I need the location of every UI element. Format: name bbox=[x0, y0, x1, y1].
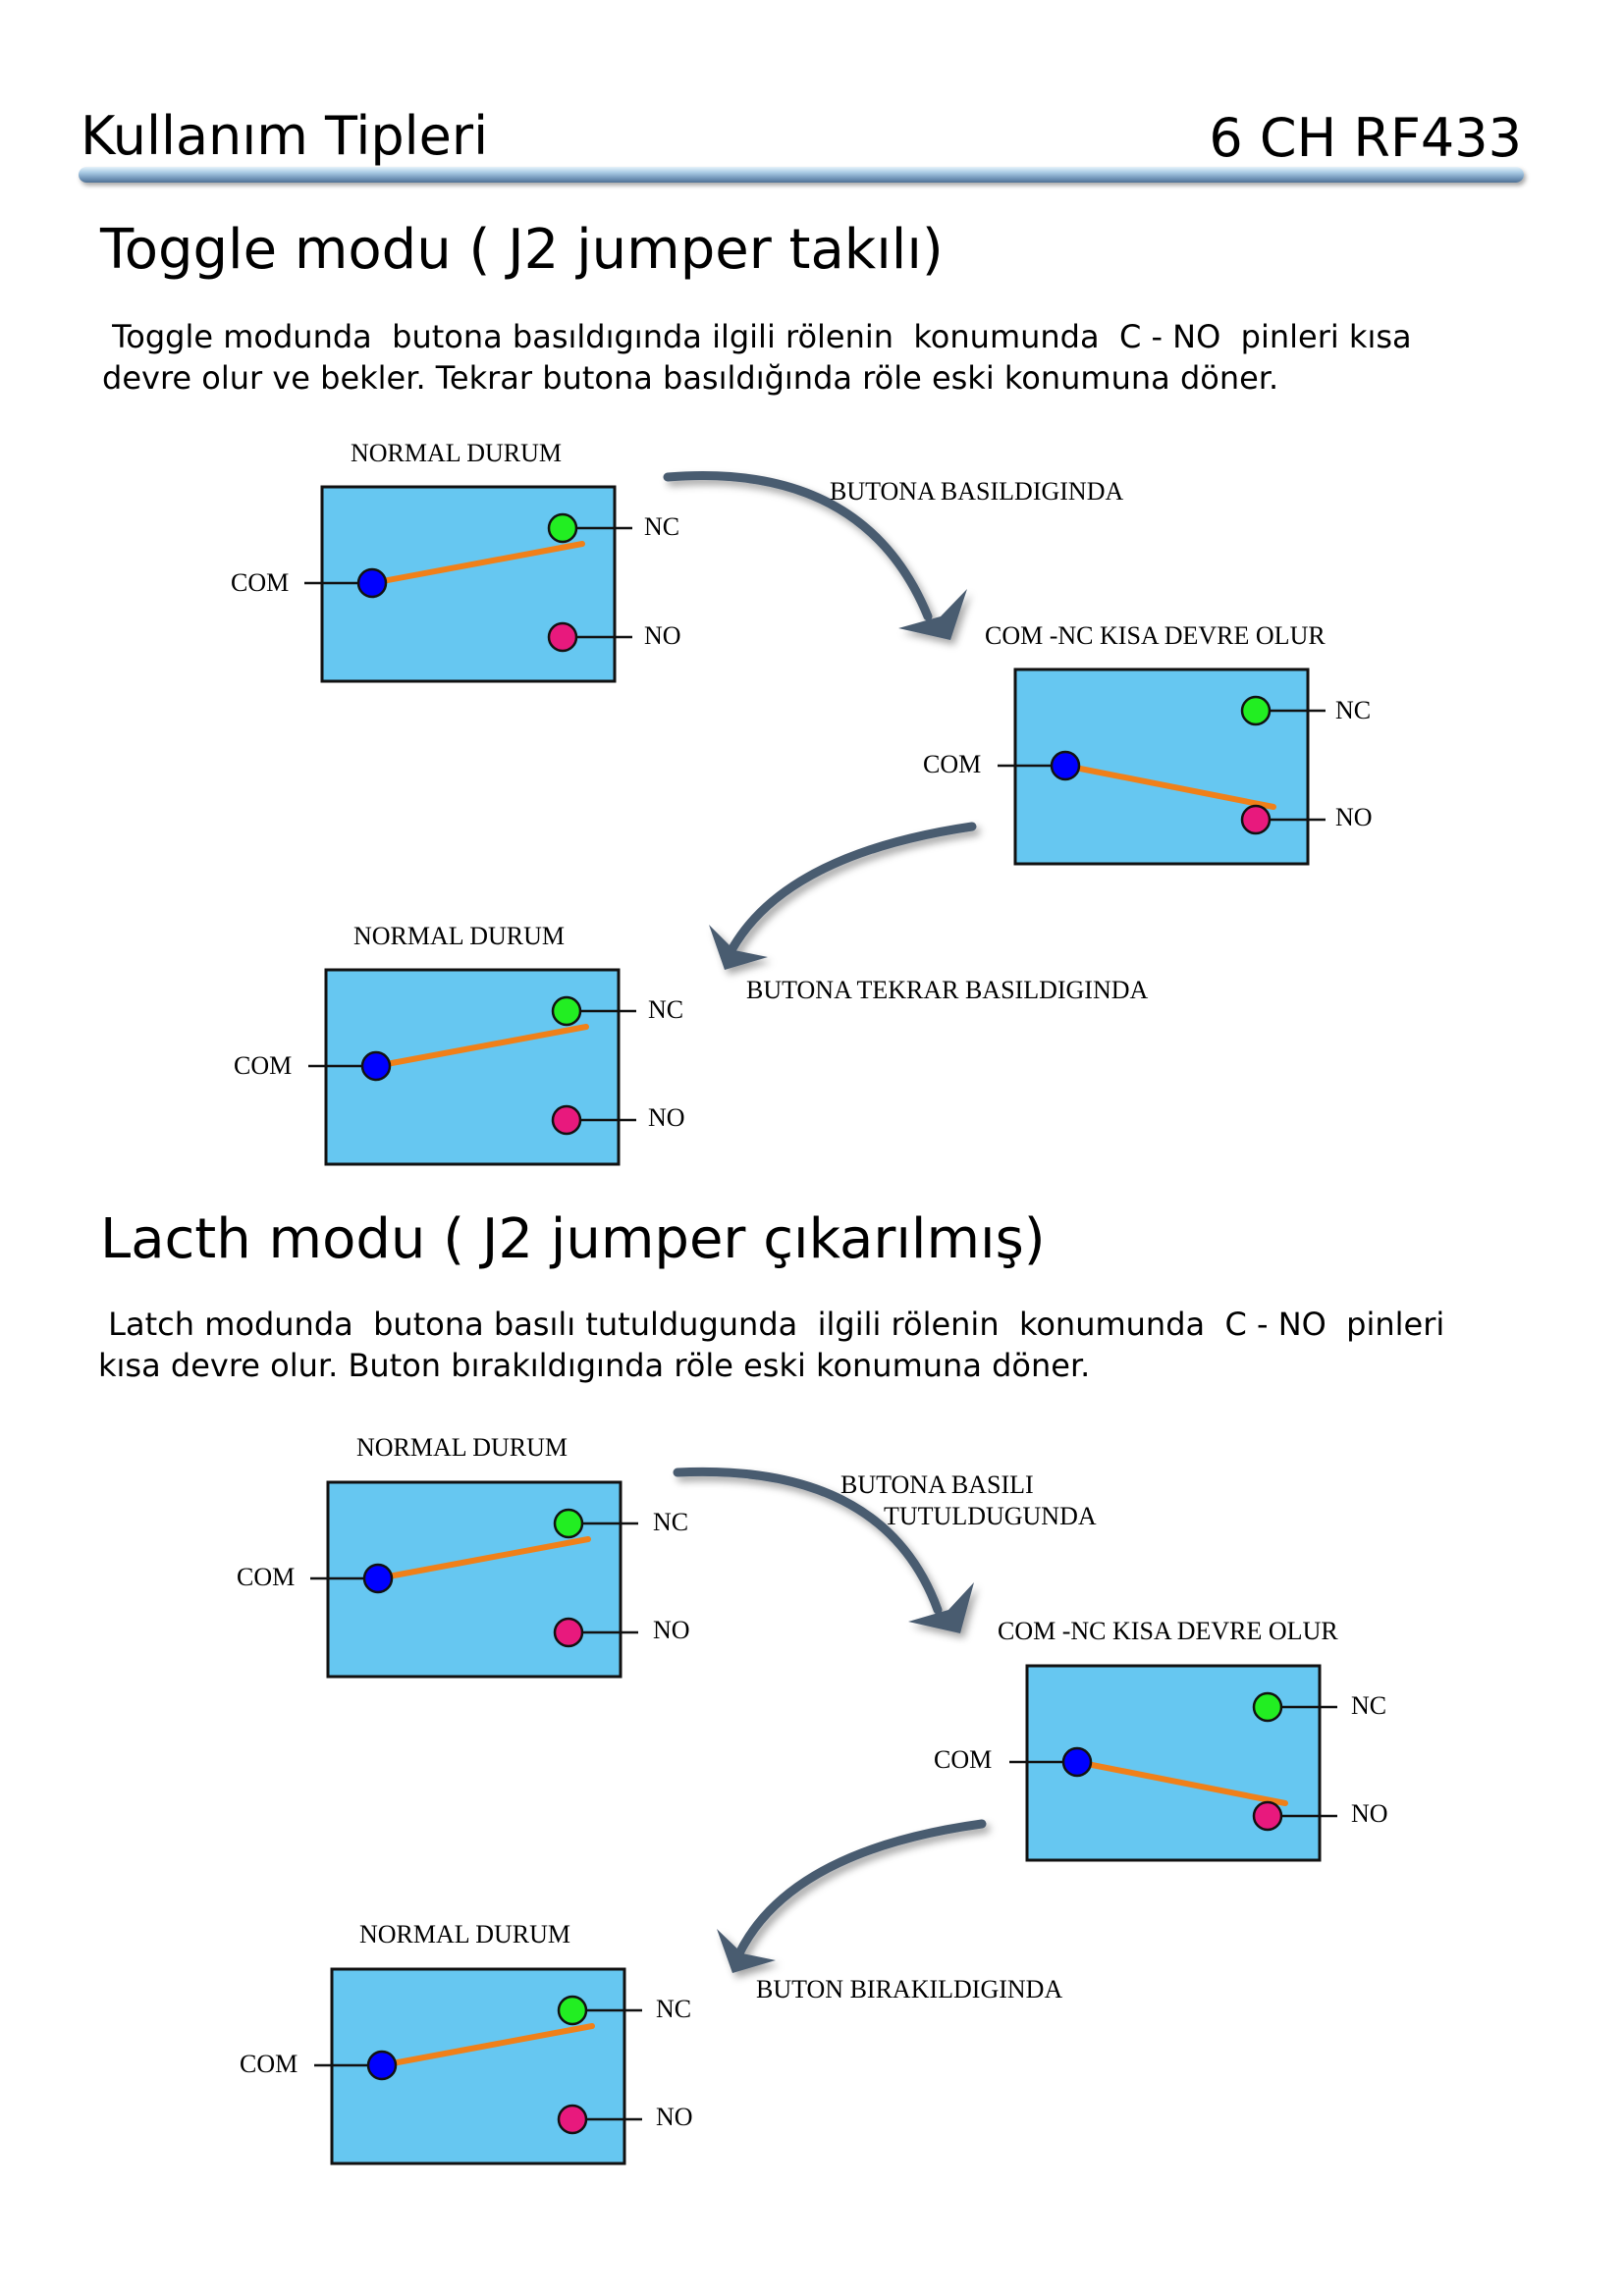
latch-diagram-2-nc-terminal bbox=[1252, 1691, 1283, 1723]
toggle-arrow-2 bbox=[709, 822, 977, 970]
latch-description-line-1: Latch modunda butona basılı tutuldugunda… bbox=[98, 1306, 1445, 1343]
latch-diagram-2-no-label: NO bbox=[1351, 1799, 1388, 1828]
latch-diagram-3-relay bbox=[314, 1967, 642, 2165]
header-divider bbox=[79, 167, 1524, 183]
toggle-diagram-3-no-label: NO bbox=[648, 1103, 685, 1132]
latch-diagram-3-nc-terminal bbox=[557, 1995, 588, 2026]
toggle-diagram-1-com-terminal bbox=[356, 567, 388, 599]
toggle-diagram-2-nc-terminal bbox=[1240, 695, 1272, 726]
latch-arrow-1 bbox=[673, 1467, 974, 1633]
toggle-diagram-2-com-terminal bbox=[1050, 750, 1081, 781]
toggle-diagram-1-contact-arm bbox=[369, 541, 585, 586]
latch-description-line-2: kısa devre olur. Buton bırakıldıgında rö… bbox=[98, 1347, 1091, 1384]
latch-diagram-3-caption: NORMAL DURUM bbox=[359, 1920, 570, 1949]
toggle-arrow-2-head bbox=[709, 925, 768, 970]
toggle-diagram-2-no-label: NO bbox=[1335, 803, 1373, 831]
latch-diagram-1-nc-terminal bbox=[553, 1508, 584, 1539]
latch-arrow-2 bbox=[717, 1819, 987, 1973]
toggle-diagram-1-no-terminal bbox=[547, 621, 578, 653]
toggle-diagram-3-com-label: COM bbox=[234, 1051, 293, 1080]
toggle-diagram-2-nc-label: NC bbox=[1335, 696, 1372, 724]
latch-diagram-3-com-label: COM bbox=[240, 2050, 298, 2078]
latch-diagram-1-caption: NORMAL DURUM bbox=[356, 1433, 568, 1462]
latch-arrow-2-head bbox=[717, 1929, 776, 1973]
toggle-diagram-3-nc-label: NC bbox=[648, 995, 684, 1024]
latch-diagram-2-nc-label: NC bbox=[1351, 1691, 1387, 1720]
latch-diagram-1-nc-label: NC bbox=[653, 1508, 689, 1536]
latch-diagram-2-no-terminal bbox=[1252, 1800, 1283, 1832]
toggle-arrow-1-head bbox=[898, 589, 967, 640]
toggle-diagram-3-contact-arm bbox=[373, 1024, 589, 1069]
header-product: 6 CH RF433 bbox=[1209, 107, 1522, 169]
latch-diagram-2-com-label: COM bbox=[934, 1745, 993, 1774]
toggle-arrow-2-shaft bbox=[727, 822, 977, 955]
toggle-arrow-2-label: BUTONA TEKRAR BASILDIGINDA bbox=[746, 976, 1149, 1004]
latch-diagram-3-com-terminal bbox=[366, 2050, 398, 2081]
toggle-diagram-3-no-terminal bbox=[551, 1104, 582, 1136]
latch-diagram-1-no-terminal bbox=[553, 1617, 584, 1648]
toggle-arrow-1-shaft bbox=[663, 471, 933, 621]
latch-diagram-2-com-terminal bbox=[1061, 1746, 1093, 1778]
header-title: Kullanım Tipleri bbox=[81, 105, 489, 167]
toggle-diagram-1-relay bbox=[304, 485, 632, 683]
toggle-diagram-1-no-label: NO bbox=[644, 621, 681, 650]
toggle-description: Toggle modunda butona basıldıgında ilgil… bbox=[102, 316, 1516, 399]
toggle-diagram-2-relay bbox=[998, 667, 1326, 866]
latch-diagram-3-nc-label: NC bbox=[656, 1995, 692, 2023]
latch-diagram-1-no-label: NO bbox=[653, 1616, 690, 1644]
latch-arrow-1-label-line-2: TUTULDUGUNDA bbox=[884, 1502, 1097, 1530]
latch-diagram-2-caption: COM -NC KISA DEVRE OLUR bbox=[998, 1617, 1338, 1645]
toggle-description-line-1: Toggle modunda butona basıldıgında ilgil… bbox=[102, 318, 1412, 355]
latch-diagram-3-no-label: NO bbox=[656, 2103, 693, 2131]
latch-diagram-2-relay bbox=[1009, 1664, 1337, 1862]
toggle-diagram-3-com-terminal bbox=[360, 1050, 392, 1082]
toggle-diagram-2-contact-arm bbox=[1062, 763, 1276, 810]
toggle-diagram-1-caption: NORMAL DURUM bbox=[351, 439, 562, 467]
toggle-diagram-1-nc-terminal bbox=[547, 512, 578, 544]
toggle-diagram-3-relay bbox=[308, 968, 636, 1166]
latch-diagram-1-com-label: COM bbox=[237, 1563, 296, 1591]
latch-arrow-2-shaft bbox=[734, 1819, 987, 1958]
latch-diagram-3-no-terminal bbox=[557, 2104, 588, 2135]
latch-section-title: Lacth modu ( J2 jumper çıkarılmış) bbox=[100, 1207, 1046, 1271]
latch-arrow-1-head bbox=[908, 1582, 974, 1633]
toggle-diagram-1-com-label: COM bbox=[231, 568, 290, 597]
toggle-arrow-1 bbox=[663, 471, 967, 640]
toggle-diagram-1-nc-label: NC bbox=[644, 512, 680, 541]
latch-diagram-2-contact-arm bbox=[1074, 1759, 1288, 1806]
latch-arrow-2-label: BUTON BIRAKILDIGINDA bbox=[756, 1975, 1063, 2003]
latch-arrow-1-shaft bbox=[673, 1467, 943, 1615]
toggle-diagram-3-caption: NORMAL DURUM bbox=[353, 922, 565, 950]
toggle-diagram-2-com-label: COM bbox=[923, 750, 982, 778]
toggle-diagram-3-nc-terminal bbox=[551, 995, 582, 1027]
latch-diagram-1-contact-arm bbox=[375, 1536, 591, 1581]
toggle-description-line-2: devre olur ve bekler. Tekrar butona bası… bbox=[102, 359, 1279, 397]
toggle-section-title: Toggle modu ( J2 jumper takılı) bbox=[100, 218, 944, 282]
latch-arrow-1-label-line-1: BUTONA BASILI bbox=[840, 1470, 1034, 1499]
latch-description: Latch modunda butona basılı tutuldugunda… bbox=[98, 1304, 1512, 1386]
toggle-diagram-2-no-terminal bbox=[1240, 804, 1272, 835]
toggle-diagram-2-caption: COM -NC KISA DEVRE OLUR bbox=[985, 621, 1326, 650]
latch-diagram-1-com-terminal bbox=[362, 1563, 394, 1594]
toggle-arrow-1-label: BUTONA BASILDIGINDA bbox=[830, 477, 1124, 506]
latch-diagram-1-relay bbox=[310, 1480, 638, 1679]
latch-diagram-3-contact-arm bbox=[379, 2023, 595, 2068]
